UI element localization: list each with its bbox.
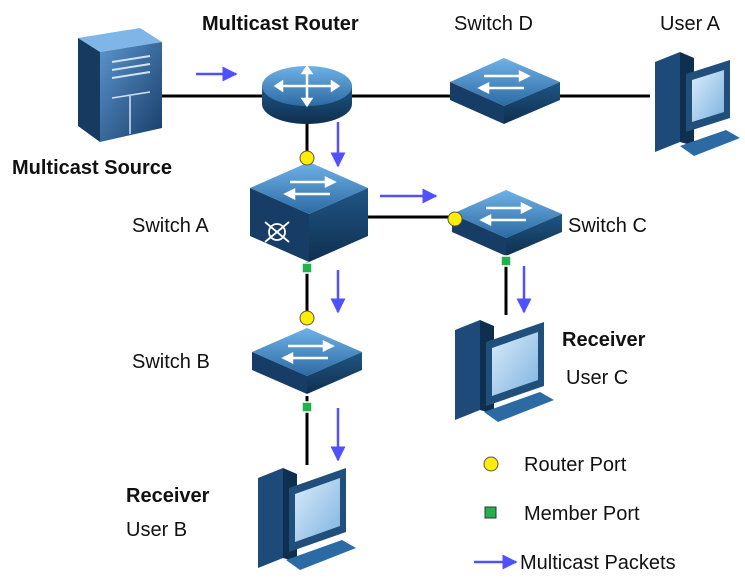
router-port-switch-c xyxy=(447,211,463,227)
packet-arrows xyxy=(196,66,532,462)
links xyxy=(160,94,650,465)
multicast-router-label: Multicast Router xyxy=(202,13,359,35)
ports xyxy=(299,150,512,413)
legend-member-port-label: Member Port xyxy=(524,503,640,525)
switch-a-label: Switch A xyxy=(132,215,209,237)
receiver-c-role-label: Receiver xyxy=(562,329,646,351)
switch-c-icon xyxy=(452,190,562,256)
legend-multicast-packets-label: Multicast Packets xyxy=(520,552,676,574)
router-port-switch-a-up xyxy=(299,150,315,166)
multicast-source-server-icon xyxy=(78,28,162,142)
user-a-pc-icon xyxy=(655,52,740,156)
multicast-source-label: Multicast Source xyxy=(12,157,172,179)
multicast-router-icon xyxy=(262,64,352,124)
switch-d-label: Switch D xyxy=(454,13,533,35)
member-port-switch-c-down xyxy=(500,255,512,267)
legend-member-port-swatch xyxy=(484,506,497,519)
switch-b-label: Switch B xyxy=(132,351,210,373)
user-b-label: User B xyxy=(126,519,187,541)
user-c-pc-icon xyxy=(455,320,554,422)
member-port-switch-a-down xyxy=(301,262,313,274)
switch-d-icon xyxy=(450,58,560,124)
user-b-pc-icon xyxy=(258,468,356,570)
user-c-label: User C xyxy=(566,367,628,389)
switch-b-icon xyxy=(252,328,362,394)
user-a-label: User A xyxy=(660,13,721,35)
legend-router-port-label: Router Port xyxy=(524,454,627,476)
switch-c-label: Switch C xyxy=(568,215,647,237)
receiver-b-role-label: Receiver xyxy=(126,485,210,507)
member-port-switch-b-down xyxy=(301,401,313,413)
legend-router-port-swatch xyxy=(483,456,499,472)
router-port-switch-b-up xyxy=(299,310,315,326)
legend: Router Port Member Port Multicast Packet… xyxy=(474,454,676,574)
switch-a-icon xyxy=(250,162,368,262)
